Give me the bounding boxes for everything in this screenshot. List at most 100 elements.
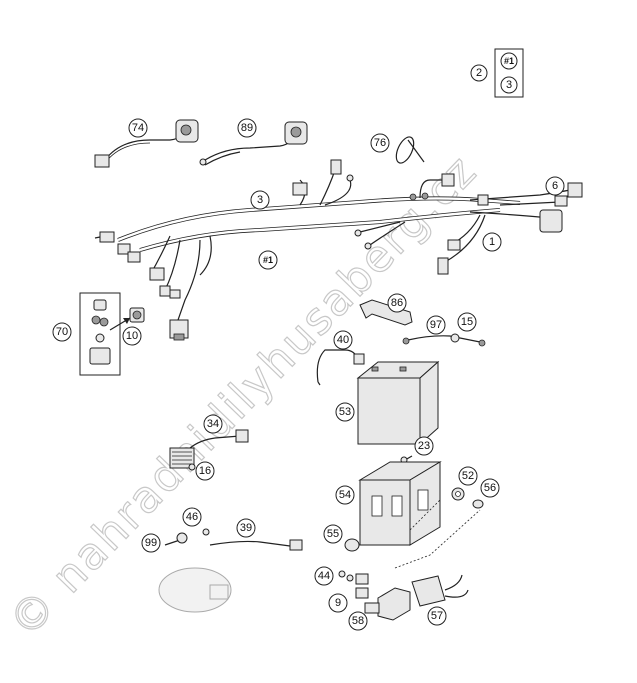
callout-text: 23: [418, 440, 430, 452]
callout-text: 99: [145, 537, 157, 549]
callout-58: 58: [348, 611, 368, 631]
callout-text: 58: [352, 615, 364, 627]
callout-text: 34: [207, 418, 219, 430]
callout-89: 89: [237, 118, 257, 138]
callout-circle: [128, 118, 148, 138]
callout-circle: [195, 461, 215, 481]
callout-circle: [236, 518, 256, 538]
part-70-switch-assembly: [79, 292, 145, 376]
part-53-battery: [356, 360, 440, 446]
callout-text: 57: [431, 610, 443, 622]
part-44-nut: [338, 570, 354, 582]
part-52-nut: [451, 487, 465, 501]
callout-text: 74: [132, 122, 144, 134]
callout-labels: 74 89 76 3 6 1 #1 86 97 15 70 10 40 53 34 16 23 52 56 54 46 3…: [52, 118, 565, 631]
part-74-cable: [94, 119, 199, 168]
part-15-screw: [450, 333, 460, 343]
part-9-fuse-holder: [355, 573, 369, 599]
callout-circle: [333, 330, 353, 350]
callout-circle: [426, 315, 446, 335]
callout-text: 70: [56, 326, 68, 338]
callout-circle: [203, 414, 223, 434]
callout-text: 86: [391, 297, 403, 309]
callout-text: 76: [374, 137, 386, 149]
callout-circle: [335, 485, 355, 505]
callout-circle: [250, 190, 270, 210]
callout-53: 53: [335, 402, 355, 422]
callout-56: 56: [480, 478, 500, 498]
part-39-starter-cable: [209, 539, 303, 551]
legend-box: 2 #1 3: [470, 48, 524, 98]
callout-text: #1: [263, 255, 273, 265]
callout-1: 1: [482, 232, 502, 252]
callout-text: 15: [461, 316, 473, 328]
callout-text: 46: [186, 511, 198, 523]
part-6-cable: [499, 195, 568, 207]
callout-circle: [258, 250, 278, 270]
callout-circle: [328, 593, 348, 613]
callout-circle: [52, 322, 72, 342]
callout-text: 44: [318, 570, 330, 582]
callout-text: 3: [257, 194, 263, 206]
callout-circle: [387, 293, 407, 313]
callout-circle: [370, 133, 390, 153]
callout-text: 52: [462, 470, 474, 482]
callout-46: 46: [182, 507, 202, 527]
callout-86: 86: [387, 293, 407, 313]
callout-circle: [457, 312, 477, 332]
part-46-bolt: [202, 528, 210, 536]
callout-9: 9: [328, 593, 348, 613]
callout-text: 6: [552, 180, 558, 192]
callout-97: 97: [426, 315, 446, 335]
callout-text: 56: [484, 482, 496, 494]
callout-70: 70: [52, 322, 72, 342]
callout-text: 1: [489, 236, 495, 248]
callout-76: 76: [370, 133, 390, 153]
callout-16: 16: [195, 461, 215, 481]
callout-57: 57: [427, 606, 447, 626]
callout-circle: [480, 478, 500, 498]
callout-circle: [122, 326, 142, 346]
callout-text: 54: [339, 489, 351, 501]
part-16-screw: [188, 463, 196, 471]
callout-circle: [458, 466, 478, 486]
part-40-battery-cable: [316, 349, 365, 386]
callout-text: 10: [126, 330, 138, 342]
callout-circle: [141, 533, 161, 553]
callout-circle: [182, 507, 202, 527]
callout-6: 6: [545, 176, 565, 196]
part-89-cable: [199, 121, 308, 166]
callout-text: 89: [241, 122, 253, 134]
part-58-relay: [364, 587, 411, 621]
callout-circle: [414, 436, 434, 456]
callout-circle: [237, 118, 257, 138]
callout-circle: [545, 176, 565, 196]
callout-text: 55: [327, 528, 339, 540]
part-97-cable: [402, 335, 486, 347]
callout-54: 54: [335, 485, 355, 505]
callout-circle: [482, 232, 502, 252]
leader-lines: [394, 499, 481, 569]
callout-55: 55: [323, 524, 343, 544]
callout-circle: [323, 524, 343, 544]
callout-circle: [348, 611, 368, 631]
legend-item-hash1: #1: [504, 56, 514, 66]
part-54-battery-box: [358, 461, 442, 546]
part-34-regulator: [169, 429, 249, 469]
callout-text: 39: [240, 522, 252, 534]
callout-40: 40: [333, 330, 353, 350]
callout-52: 52: [458, 466, 478, 486]
callout-99: 99: [141, 533, 161, 553]
part-76-cable-tie: [395, 136, 425, 164]
part-55-grommet: [344, 538, 360, 552]
callout-23: 23: [414, 436, 434, 456]
callout-text: 9: [335, 597, 341, 609]
legend-item-3: 3: [506, 79, 512, 91]
callout-39: 39: [236, 518, 256, 538]
callout-circle: [427, 606, 447, 626]
part-99-starter-motor: [158, 532, 232, 613]
callout-circle: [314, 566, 334, 586]
part-56-washer: [472, 499, 484, 509]
callout-circle: [335, 402, 355, 422]
callout-text: 53: [339, 406, 351, 418]
